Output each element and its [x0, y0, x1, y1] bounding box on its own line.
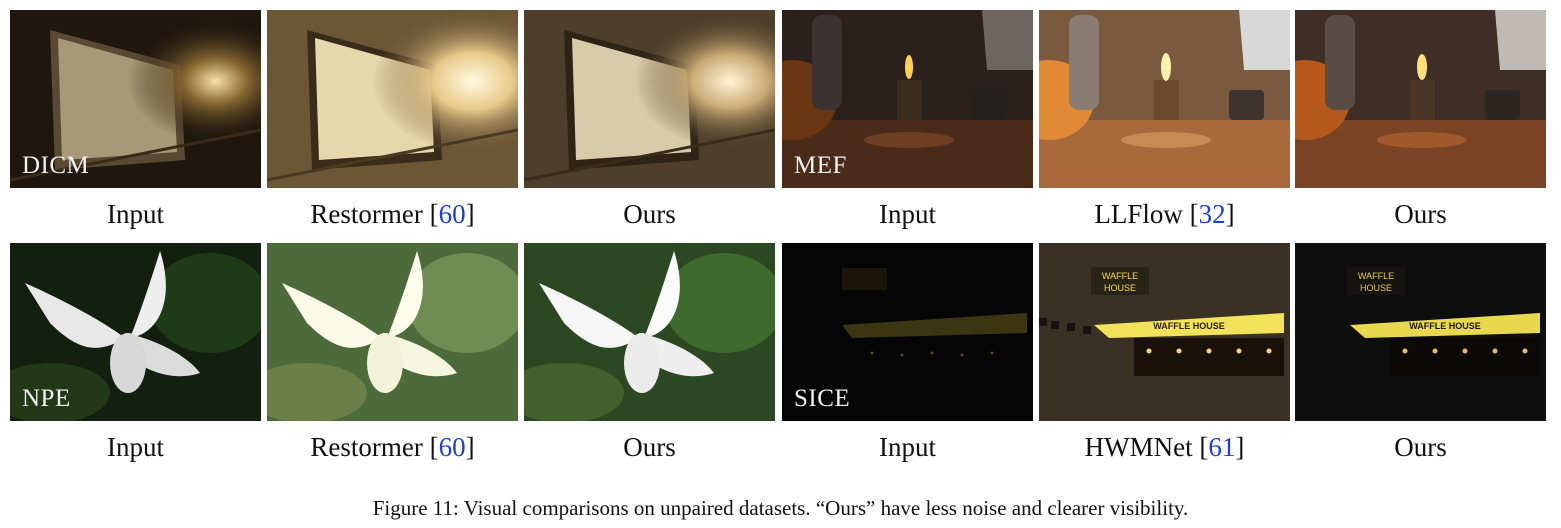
dataset-tag: SICE: [794, 385, 851, 412]
awning-text: WAFFLE HOUSE: [1153, 321, 1225, 331]
caption-input: Input: [879, 432, 936, 462]
image-sice-input: SICE: [782, 243, 1033, 421]
image-mef-llflow: [1039, 10, 1290, 188]
sign-waffle: WAFFLE: [1358, 271, 1394, 281]
sign-house: HOUSE: [1360, 283, 1392, 293]
image-npe-restormer: [267, 243, 518, 421]
caption-restormer: Restormer [60]: [310, 199, 475, 229]
dataset-tag: DICM: [22, 152, 90, 179]
image-dicm-restormer: [267, 10, 518, 188]
sign-waffle: WAFFLE: [1102, 271, 1138, 281]
caption-ours: Ours: [1394, 432, 1447, 462]
image-sice-ours: WAFFLE HOUSE WAFFLE HOUSE: [1295, 243, 1546, 421]
caption-input: Input: [107, 432, 164, 462]
caption-ours: Ours: [623, 432, 676, 462]
sign-house: HOUSE: [1104, 283, 1136, 293]
image-mef-ours: [1295, 10, 1546, 188]
caption-llflow: LLFlow [32]: [1094, 199, 1235, 229]
citation-link[interactable]: 32: [1198, 199, 1226, 229]
citation-link[interactable]: 61: [1208, 432, 1236, 462]
caption-restormer: Restormer [60]: [310, 432, 475, 462]
dataset-tag: MEF: [794, 152, 847, 179]
caption-ours: Ours: [623, 199, 676, 229]
caption-input: Input: [879, 199, 936, 229]
awning-text: WAFFLE HOUSE: [1409, 321, 1481, 331]
caption-input: Input: [107, 199, 164, 229]
caption-ours: Ours: [1394, 199, 1447, 229]
image-dicm-ours: [524, 10, 775, 188]
image-mef-input: MEF: [782, 10, 1033, 188]
figure-caption: Figure 11: Visual comparisons on unpaire…: [372, 496, 1189, 520]
dataset-tag: NPE: [22, 385, 71, 412]
image-dicm-input: DICM: [10, 10, 261, 188]
citation-link[interactable]: 60: [438, 432, 466, 462]
image-npe-ours: [524, 243, 775, 421]
image-sice-hwmnet: WAFFLE HOUSE WAFFLE HOUSE: [1039, 243, 1290, 421]
caption-hwmnet: HWMNet [61]: [1084, 432, 1245, 462]
image-npe-input: NPE: [10, 243, 261, 421]
citation-link[interactable]: 60: [438, 199, 466, 229]
